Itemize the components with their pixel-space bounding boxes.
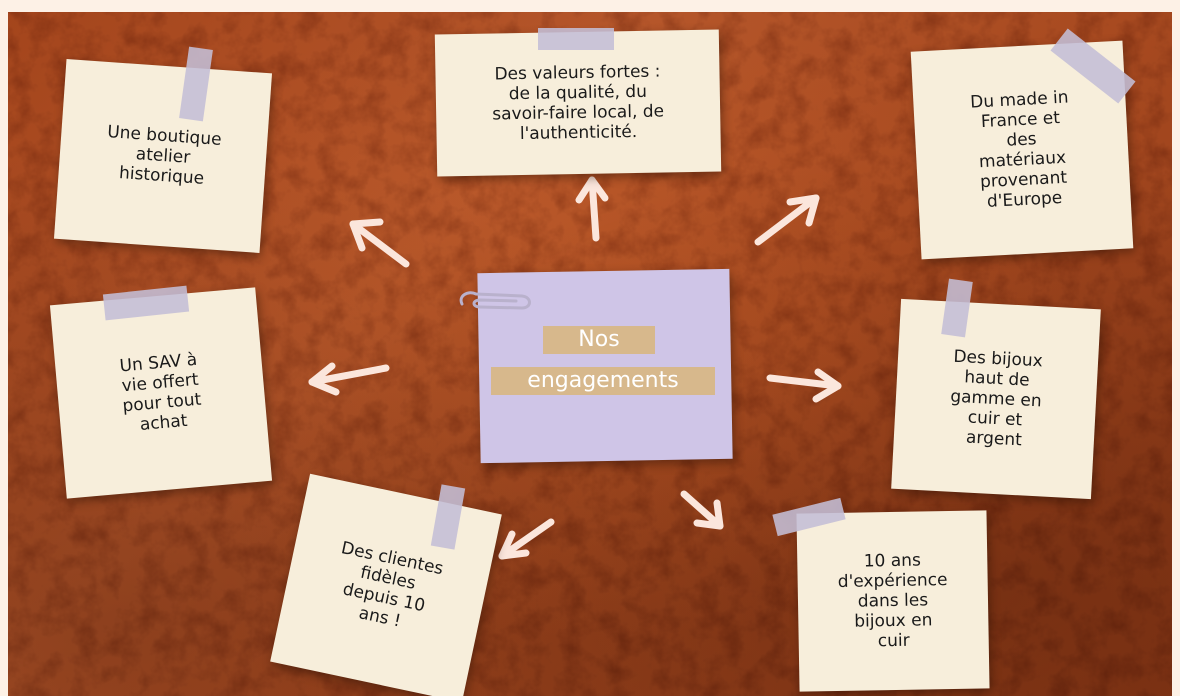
arrow-to-clientes-icon <box>498 518 555 560</box>
arrow-to-experience-icon <box>680 490 724 530</box>
center-title-line2: engagements <box>491 367 715 395</box>
note-sav: Un SAV à vie offert pour tout achat <box>49 287 273 499</box>
note-experience: 10 ans d'expérience dans les bijoux en c… <box>796 510 990 692</box>
arrow-to-boutique-icon <box>349 218 410 268</box>
note-bijoux: Des bijoux haut de gamme en cuir et arge… <box>891 298 1101 500</box>
paperclip-icon <box>459 291 531 310</box>
note-experience-text: 10 ans d'expérience dans les bijoux en c… <box>837 550 948 652</box>
note-sav-text: Un SAV à vie offert pour tout achat <box>118 349 203 435</box>
note-bijoux-text: Des bijoux haut de gamme en cuir et arge… <box>949 346 1044 451</box>
arrow-to-bijoux-icon <box>766 368 842 403</box>
arrows-layer <box>308 176 842 560</box>
note-boutique: Une boutique atelier historique <box>53 59 273 253</box>
note-made-in-france-text: Du made in France et des matériaux prove… <box>969 87 1070 212</box>
note-clientes-text: Des clientes fidèles depuis 10 ans ! <box>339 537 446 632</box>
note-valeurs: Des valeurs fortes : de la qualité, du s… <box>434 29 722 177</box>
center-title-line1: Nos <box>543 326 655 354</box>
note-clientes: Des clientes fidèles depuis 10 ans ! <box>270 473 502 696</box>
note-boutique-text: Une boutique atelier historique <box>106 122 223 189</box>
tape-valeurs <box>538 28 614 50</box>
leather-background: Nos engagements Une boutique atelier his… <box>8 12 1172 696</box>
arrow-to-valeurs-icon <box>575 176 609 242</box>
arrow-to-sav-icon <box>308 362 390 396</box>
arrow-to-made-in-france-icon <box>754 194 820 246</box>
note-valeurs-text: Des valeurs fortes : de la qualité, du s… <box>492 61 665 145</box>
